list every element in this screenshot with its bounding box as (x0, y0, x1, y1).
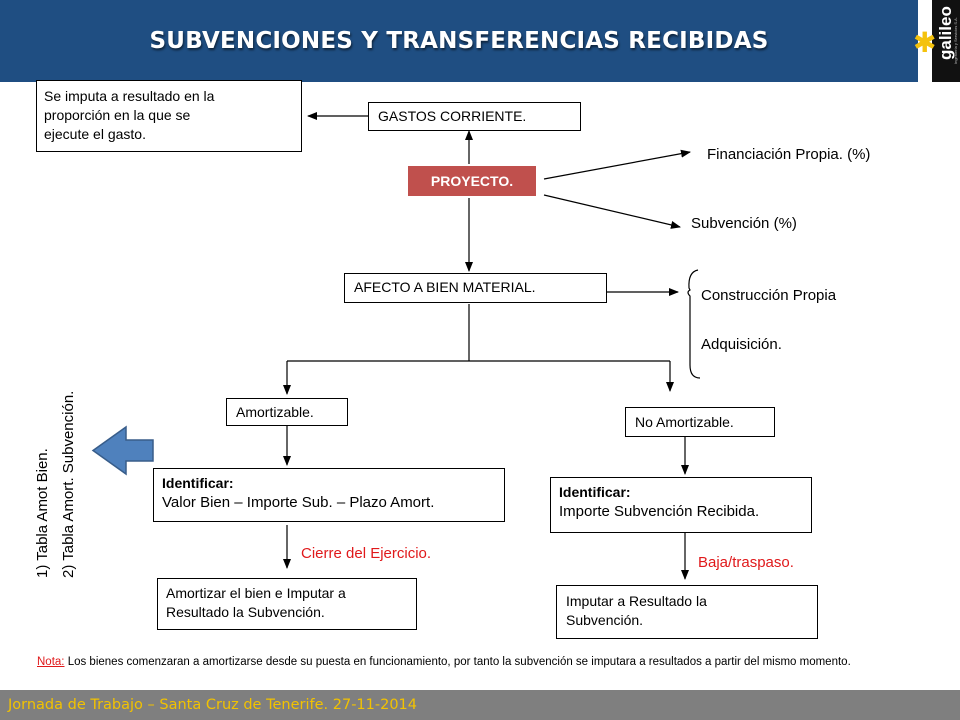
imputa-line-3: ejecute el gasto. (44, 126, 146, 142)
amortizable-box: Amortizable. (226, 398, 348, 426)
footnote-text: Los bienes comenzaran a amortizarse desd… (64, 656, 851, 668)
gastos-box: GASTOS CORRIENTE. (368, 102, 581, 131)
afecto-label: AFECTO A BIEN MATERIAL. (354, 279, 536, 295)
construccion-label: Construcción Propia (701, 287, 837, 304)
options-brace (687, 269, 701, 379)
imputa-line-1: Se imputa a resultado en la (44, 88, 215, 104)
identificar-right-box: Identificar: Importe Subvención Recibida… (550, 477, 812, 533)
imputa-line-2: proporción en la que se (44, 107, 191, 123)
footnote: Nota: Los bienes comenzaran a amortizars… (37, 655, 903, 670)
imputa-box: Se imputa a resultado en la proporción e… (36, 80, 302, 152)
financiacion-label: Financiación Propia. (%) (707, 146, 871, 163)
cierre-label: Cierre del Ejercicio. (301, 545, 432, 562)
side-list-item-2: 2) Tabla Amort. Subvención. (60, 390, 77, 578)
amortizar-box: Amortizar el bien e Imputar a Resultado … (157, 578, 417, 630)
identificar-right-body: Importe Subvención Recibida. (559, 503, 760, 520)
footer-text: Jornada de Trabajo – Santa Cruz de Tener… (8, 697, 418, 713)
amortizar-line-2: Resultado la Subvención. (166, 604, 325, 620)
baja-label: Baja/traspaso. (698, 554, 794, 571)
adquisicion-label: Adquisición. (701, 336, 782, 353)
identificar-left-title: Identificar: (162, 475, 234, 491)
star-icon: ✱ (913, 27, 937, 58)
identificar-left-box: Identificar: Valor Bien – Importe Sub. –… (153, 468, 505, 522)
proyecto-label: PROYECTO. (430, 173, 514, 189)
imputar-box: Imputar a Resultado la Subvención. (556, 585, 818, 639)
subvencion-label: Subvención (%) (691, 215, 797, 232)
arrow-proyecto-to-financiacion (543, 149, 691, 180)
logo-block (932, 0, 960, 82)
identificar-left-body: Valor Bien – Importe Sub. – Plazo Amort. (162, 494, 435, 511)
no-amortizable-label: No Amortizable. (635, 414, 734, 430)
side-list-item-1: 1) Tabla Amot Bien. (34, 448, 51, 578)
imputar-line-1: Imputar a Resultado la (566, 593, 707, 609)
left-arrow-icon (91, 425, 154, 476)
page-title: SUBVENCIONES Y TRANSFERENCIAS RECIBIDAS (149, 28, 769, 54)
identificar-right-title: Identificar: (559, 484, 631, 500)
proyecto-box: PROYECTO. (408, 166, 536, 196)
no-amortizable-box: No Amortizable. (625, 407, 775, 437)
amortizar-line-1: Amortizar el bien e Imputar a (166, 585, 346, 601)
arrow-proyecto-to-subvencion (543, 194, 681, 229)
footer-bar (0, 690, 960, 720)
footnote-label: Nota: (37, 656, 65, 668)
afecto-box: AFECTO A BIEN MATERIAL. (344, 273, 607, 303)
gastos-label: GASTOS CORRIENTE. (378, 108, 527, 124)
amortizable-label: Amortizable. (236, 404, 314, 420)
imputar-line-2: Subvención. (566, 612, 644, 628)
side-list: 1) Tabla Amot Bien. 2) Tabla Amort. Subv… (30, 318, 90, 578)
header-bar (0, 0, 918, 82)
